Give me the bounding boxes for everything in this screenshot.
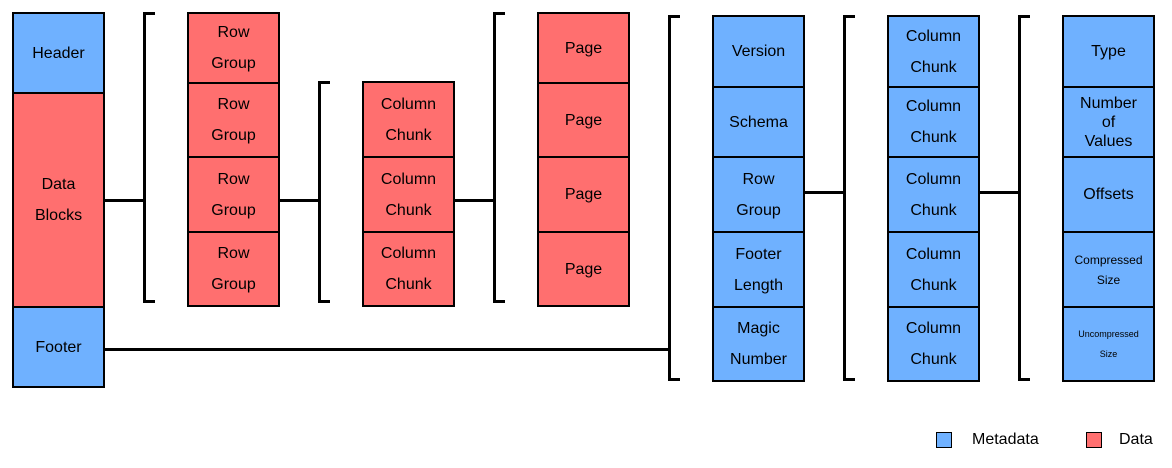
footer-column-chunk-label-line2: Chunk [910, 129, 957, 146]
row-group-block: Row Group [187, 156, 280, 233]
footer-column-chunk-label-line2: Chunk [910, 351, 957, 368]
footer-length-label-line1: Footer [735, 245, 782, 263]
page-label: Page [564, 186, 603, 203]
footer-length-block: Footer Length [712, 231, 805, 308]
row-group-label-line2: Group [211, 201, 256, 219]
connector-footer [105, 348, 670, 351]
footer-row-group-block: Row Group [712, 156, 805, 233]
connector-row-group [280, 199, 320, 202]
connector-column-chunk [455, 199, 495, 202]
footer-block: Footer [12, 306, 105, 388]
footer-row-group-label-line1: Row [742, 170, 775, 188]
column-chunk-label-line2: Chunk [385, 126, 432, 144]
page-label: Page [564, 111, 603, 129]
bracket-footer-column-chunks [843, 15, 846, 381]
magic-number-block: Magic Number [712, 306, 805, 382]
column-chunk-label-line1: Column [380, 95, 437, 113]
connector-data-blocks [105, 199, 145, 202]
row-group-label-line2: Group [211, 276, 256, 293]
footer-column-chunk-label-line2: Chunk [910, 58, 957, 76]
row-group-label-line2: Group [211, 55, 256, 72]
footer-column-chunk-label-line1: Column [905, 320, 962, 337]
footer-column-chunk-label-line1: Column [905, 170, 962, 188]
header-label: Header [32, 44, 85, 62]
uncompressed-size-label-line2: Size [1099, 349, 1118, 359]
column-chunk-label-line1: Column [380, 245, 437, 262]
row-group-label-line1: Row [217, 24, 250, 41]
legend-data-label: Data [1119, 431, 1153, 448]
footer-column-chunk-label-line1: Column [905, 245, 962, 263]
page-label: Page [564, 39, 603, 57]
page-block: Page [537, 82, 630, 158]
bracket-column-chunks [318, 81, 321, 303]
row-group-label-line1: Row [217, 96, 250, 113]
column-chunk-block: Column Chunk [362, 231, 455, 307]
row-group-label-line1: Row [217, 170, 250, 188]
column-chunk-label-line2: Chunk [385, 276, 432, 293]
row-group-block: Row Group [187, 231, 280, 307]
connector-footer-column-chunk [980, 191, 1020, 194]
footer-column-chunk-label-line2: Chunk [910, 201, 957, 219]
page-label: Page [564, 260, 603, 278]
uncompressed-size-label-line1: Uncompressed [1078, 329, 1139, 339]
page-block: Page [537, 156, 630, 233]
footer-column-chunk-block: Column Chunk [887, 156, 980, 233]
legend-metadata-swatch [936, 432, 952, 448]
number-of-values-label-line2: of [1101, 113, 1116, 131]
legend-data-swatch [1086, 432, 1102, 448]
footer-column-chunk-label-line2: Chunk [910, 276, 957, 294]
footer-column-chunk-block: Column Chunk [887, 15, 980, 88]
type-block: Type [1062, 15, 1155, 88]
header-block: Header [12, 12, 105, 94]
version-label: Version [731, 43, 786, 60]
offsets-label: Offsets [1083, 186, 1134, 203]
data-blocks-label-line2: Blocks [34, 207, 83, 224]
row-group-block: Row Group [187, 82, 280, 158]
row-group-label-line1: Row [217, 245, 250, 262]
column-chunk-block: Column Chunk [362, 81, 455, 158]
number-of-values-label-line1: Number [1080, 94, 1137, 112]
footer-column-chunk-block: Column Chunk [887, 306, 980, 382]
magic-number-label-line2: Number [730, 351, 787, 368]
magic-number-label-line1: Magic [737, 320, 780, 337]
column-chunk-label-line2: Chunk [385, 201, 432, 219]
bracket-pages [493, 12, 496, 303]
schema-block: Schema [712, 86, 805, 158]
row-group-label-line2: Group [211, 127, 256, 144]
compressed-size-block: Compressed Size [1062, 231, 1155, 308]
footer-column-chunk-block: Column Chunk [887, 231, 980, 308]
footer-column-chunk-block: Column Chunk [887, 86, 980, 158]
version-block: Version [712, 15, 805, 88]
data-blocks-block: Data Blocks [12, 92, 105, 308]
footer-row-group-label-line2: Group [736, 201, 781, 219]
footer-label: Footer [35, 338, 82, 356]
compressed-size-label-line1: Compressed [1074, 252, 1143, 267]
bracket-row-groups [143, 12, 146, 303]
column-chunk-block: Column Chunk [362, 156, 455, 233]
offsets-block: Offsets [1062, 156, 1155, 233]
footer-length-label-line2: Length [734, 276, 783, 294]
legend-metadata-label: Metadata [972, 431, 1039, 448]
data-blocks-label-line1: Data [41, 176, 76, 193]
schema-label: Schema [729, 113, 788, 131]
type-label: Type [1091, 43, 1126, 60]
page-block: Page [537, 12, 630, 84]
row-group-block: Row Group [187, 12, 280, 84]
compressed-size-label-line2: Size [1096, 272, 1121, 287]
connector-footer-row-group [805, 191, 845, 194]
footer-column-chunk-label-line1: Column [905, 27, 962, 45]
number-of-values-block: Number of Values [1062, 86, 1155, 158]
page-block: Page [537, 231, 630, 307]
uncompressed-size-block: Uncompressed Size [1062, 306, 1155, 382]
bracket-footer-fields [668, 15, 671, 381]
number-of-values-label-line3: Values [1084, 132, 1133, 150]
footer-column-chunk-label-line1: Column [905, 98, 962, 115]
bracket-chunk-metadata [1018, 15, 1021, 381]
column-chunk-label-line1: Column [380, 170, 437, 188]
